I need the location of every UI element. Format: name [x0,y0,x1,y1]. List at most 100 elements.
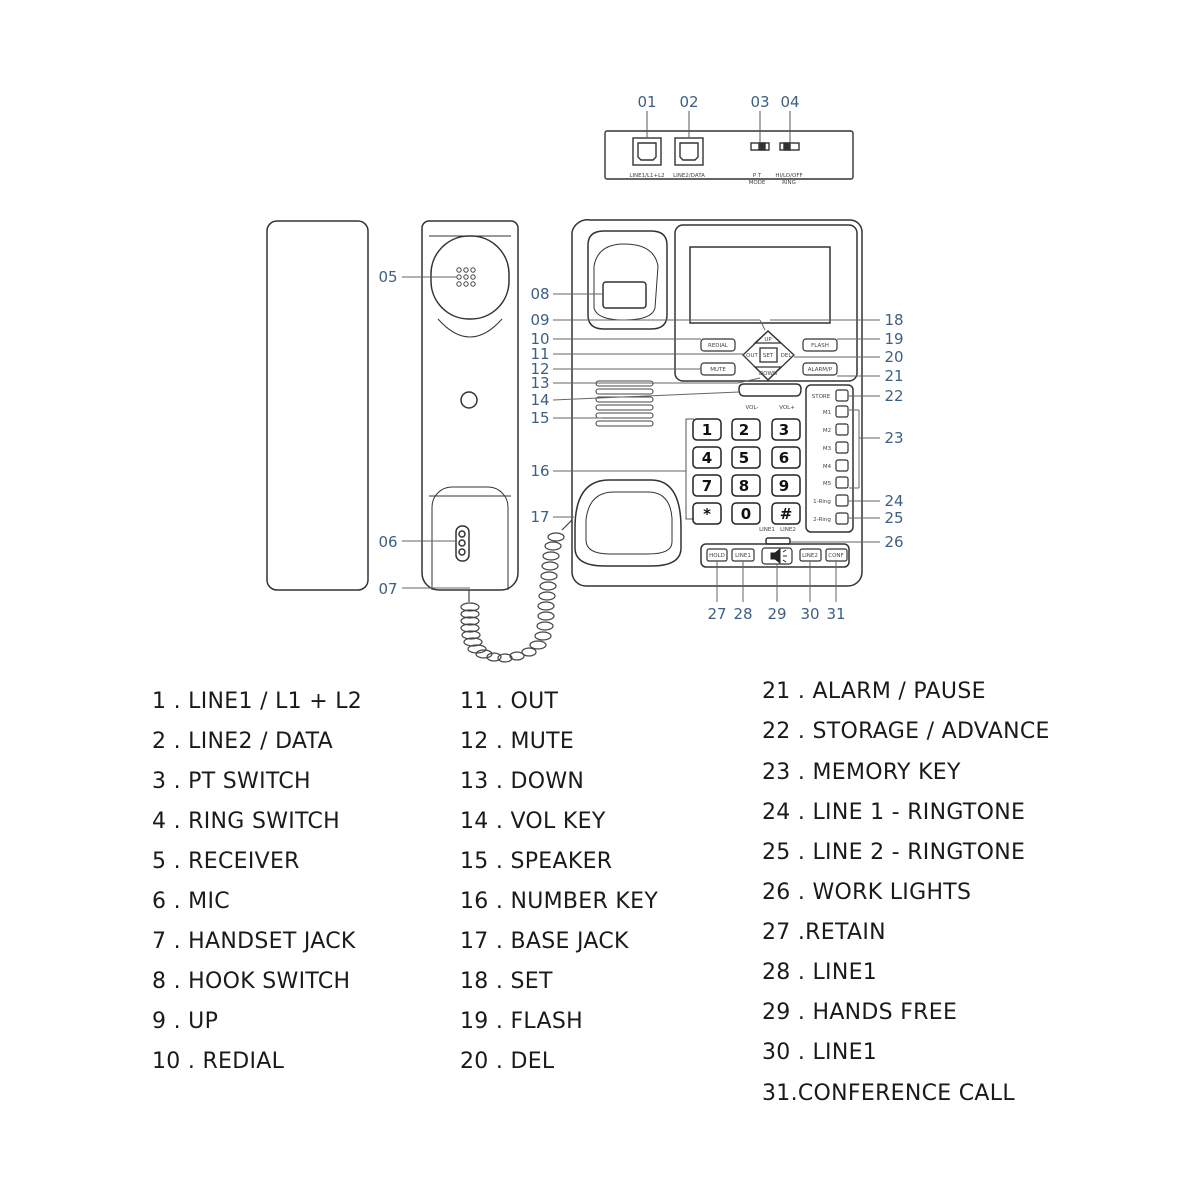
del-label: DEL [781,353,793,359]
m4-label: M4 [823,464,832,470]
ring-label: RING [782,180,796,186]
callout-06: 06 [378,533,397,551]
legend-item-19: 19 . FLASH [460,1009,583,1034]
nav-diamond [742,330,795,381]
legend-item-8: 8 . HOOK SWITCH [152,969,351,994]
legend-item-25: 25 . LINE 2 - RINGTONE [762,840,1026,865]
legend-item-3: 3 . PT SWITCH [152,769,311,794]
ring1-key[interactable] [835,494,849,507]
flash-key[interactable] [802,338,838,352]
key-7-label: 7 [702,477,712,495]
legend-item-24: 24 . LINE 1 - RINGTONE [762,800,1026,825]
up-label: UP [764,337,772,343]
line1-jack-port [637,142,657,161]
set-key[interactable] [759,347,778,363]
pt-switch-knob [758,142,766,151]
legend-item-11: 11 . OUT [460,689,559,714]
legend-item-28: 28 . LINE1 [762,960,878,985]
callout-07: 07 [378,580,397,598]
key-4-label: 4 [702,449,712,467]
ring2-key[interactable] [835,512,849,525]
vol-plus-label: VOL+ [779,405,795,411]
callout-27: 27 [707,605,726,623]
mode-label: MODE [749,180,766,186]
legend-item-1: 1 . LINE1 / L1 + L2 [152,689,363,714]
m2-key[interactable] [835,423,849,436]
phone-diagram: 01 02 03 04 LINE1/L1+L2 LINE2/DATA P T M… [266,93,904,663]
up-key[interactable] [753,330,783,344]
pt-switch-label: P T [753,173,762,179]
volume-key [738,383,802,397]
key-1-label: 1 [702,421,712,439]
conf-key-label: CONF [828,553,843,559]
callout-03: 03 [750,93,769,111]
memory-panel [805,384,854,533]
key-hash[interactable] [771,502,801,525]
key-5[interactable] [731,446,761,469]
line2-jack-port [679,142,699,161]
down-key[interactable] [753,366,783,381]
callout-28: 28 [733,605,752,623]
lcd-housing [674,224,858,382]
redial-key[interactable] [700,338,736,352]
handset-side-view [266,220,369,591]
key-1[interactable] [692,418,722,441]
m5-key[interactable] [835,476,849,489]
key-2[interactable] [731,418,761,441]
legend-item-10: 10 . REDIAL [152,1049,285,1074]
m1-label: M1 [823,410,831,416]
keypad [692,418,801,525]
m1-key[interactable] [835,405,849,418]
callout-02: 02 [679,93,698,111]
line2-indicator-label: LINE2 [780,527,796,533]
legend-item-31: 31.CONFERENCE CALL [762,1081,1015,1106]
line2-key-label: LINE2 [802,553,818,559]
alarm-key[interactable] [802,362,838,376]
mute-label: MUTE [710,367,726,373]
key-6[interactable] [771,446,801,469]
m2-label: M2 [823,428,831,434]
store-key[interactable] [835,389,849,402]
cradle-top [587,230,668,330]
m4-key[interactable] [835,459,849,472]
handset-front-view [421,220,519,591]
legend-item-29: 29 . HANDS FREE [762,1000,958,1025]
callout-20: 20 [884,348,903,366]
legend-item-15: 15 . SPEAKER [460,849,613,874]
key-4[interactable] [692,446,722,469]
lcd-screen [689,246,831,324]
work-light [765,537,791,545]
ring-switch-knob [783,142,791,151]
legend-item-26: 26 . WORK LIGHTS [762,880,972,905]
hook-switch [602,281,647,309]
callout-30: 30 [800,605,819,623]
handset-hole [460,391,478,409]
store-label: STORE [812,394,831,400]
legend-item-20: 20 . DEL [460,1049,555,1074]
callout-15: 15 [530,409,549,427]
key-7[interactable] [692,474,722,497]
key-8[interactable] [731,474,761,497]
back-panel-body [604,130,854,180]
key-9[interactable] [771,474,801,497]
line1-indicator-label: LINE1 [759,527,775,533]
legend-item-9: 9 . UP [152,1009,219,1034]
key-0[interactable] [731,502,761,525]
vol-minus-label: VOL- [746,405,759,411]
leader-lines [402,276,880,602]
key-3[interactable] [771,418,801,441]
alarm-label: ALARM/P [808,367,833,373]
line1-jack [632,137,662,166]
m5-label: M5 [823,481,832,487]
legend-item-2: 2 . LINE2 / DATA [152,729,333,754]
callout-29: 29 [767,605,786,623]
callout-12: 12 [530,360,549,378]
callout-14: 14 [530,391,549,409]
legend-item-5: 5 . RECEIVER [152,849,300,874]
line2-jack [674,137,704,166]
m3-key[interactable] [835,441,849,454]
key-star[interactable] [692,502,722,525]
line1-key-label: LINE1 [735,553,751,559]
key-6-label: 6 [779,449,789,467]
ring-switch-label: HI/LO/OFF [775,173,802,179]
